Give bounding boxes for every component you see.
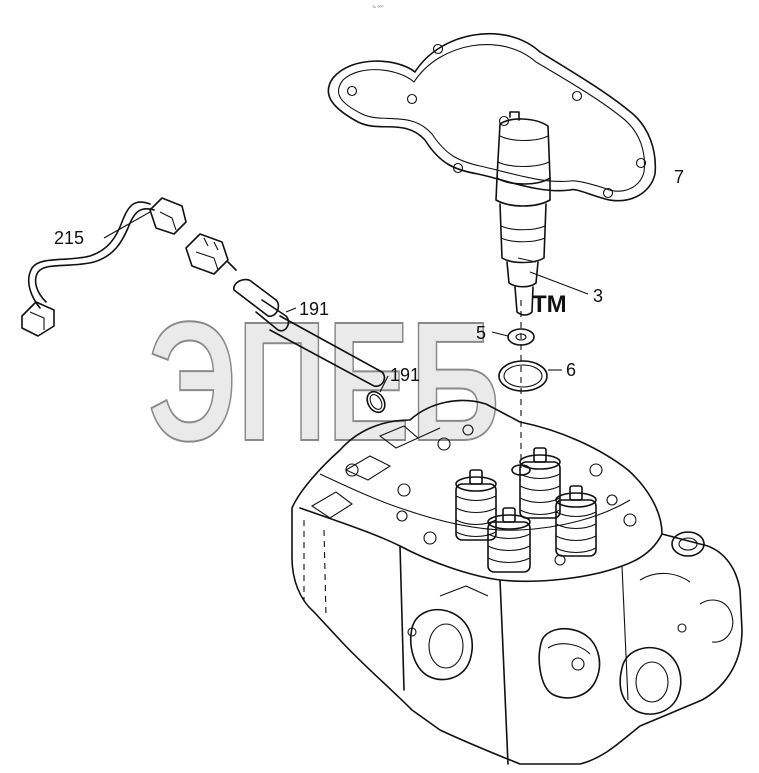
watermark: ЭПЕБ TM	[147, 286, 567, 478]
watermark-text: ЭПЕБ	[148, 287, 500, 477]
port-opening-icon	[619, 623, 687, 715]
callout-191-seal: 191	[390, 365, 420, 385]
o-ring-icon	[498, 360, 548, 392]
page-marker: ᵀⁿ ⁰⁰⁰	[372, 5, 383, 11]
valve-spring-icon	[455, 469, 497, 541]
valve-spring-icon	[555, 485, 597, 557]
callout-215: 215	[54, 228, 84, 248]
callout-5: 5	[476, 323, 486, 343]
callout-7: 7	[674, 167, 684, 187]
valve-spring-icon	[487, 507, 531, 573]
port-opening-icon	[538, 627, 601, 699]
gasket-icon	[327, 32, 657, 202]
callout-6: 6	[566, 360, 576, 380]
connector-pipe-icon	[185, 233, 386, 388]
callout-3: 3	[593, 286, 603, 306]
callout-191-pipe: 191	[299, 299, 329, 319]
injector-icon	[495, 111, 551, 316]
watermark-trademark: TM	[532, 291, 567, 318]
side-boss-icon	[671, 531, 734, 643]
port-opening-icon	[407, 608, 474, 681]
leader-lines	[103, 211, 589, 393]
valve-spring-icon	[519, 447, 561, 519]
fuel-line-icon	[21, 197, 187, 337]
cylinder-head-icon	[291, 399, 743, 765]
seal-ring-icon	[366, 390, 386, 414]
